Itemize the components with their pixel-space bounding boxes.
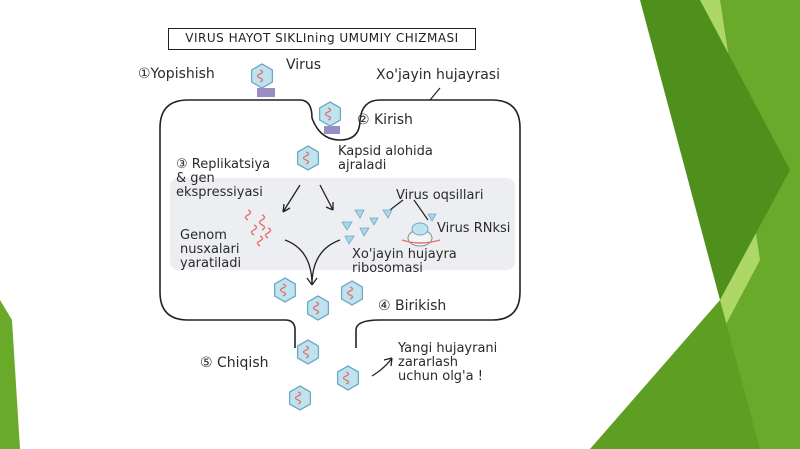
host-cell-label: Xo'jayin hujayrasi bbox=[376, 67, 500, 83]
step2-label: ② Kirish bbox=[357, 112, 413, 128]
virus-particle-icon bbox=[296, 339, 320, 365]
diagram-title: VIRUS HAYOT SIKLIning UMUMIY CHIZMASI bbox=[168, 28, 476, 50]
virus-particle-icon bbox=[288, 385, 312, 411]
ribosome bbox=[401, 222, 441, 247]
capsid-label: Kapsid alohida ajraladi bbox=[338, 144, 433, 173]
step1-label: ①Yopishish bbox=[138, 66, 215, 82]
virus-particle-icon bbox=[250, 63, 274, 89]
virus-particle-icon bbox=[318, 101, 342, 127]
genome-copies bbox=[244, 209, 272, 247]
arrow-to-genome bbox=[282, 184, 301, 213]
virus-particle-icon bbox=[340, 280, 364, 306]
receptor-1 bbox=[257, 88, 275, 97]
host-cell-pointer bbox=[429, 87, 441, 101]
virus-particle-icon bbox=[296, 145, 320, 171]
green-shape-dark bbox=[640, 0, 790, 300]
green-left-bar bbox=[0, 300, 20, 449]
receptor-2 bbox=[324, 126, 340, 134]
genome-label: Genom nusxalari yaratiladi bbox=[180, 228, 242, 271]
step3-label: ③ Replikatsiya & gen ekspressiyasi bbox=[176, 157, 271, 200]
green-shape-mid bbox=[660, 0, 800, 449]
virus-rna-label: Virus RNksi bbox=[437, 221, 511, 236]
new-infection-label: Yangi hujayrani zararlash uchun olg'a ! bbox=[398, 341, 498, 384]
protein-near-ribosome bbox=[427, 213, 437, 222]
virus-proteins bbox=[341, 209, 393, 245]
green-shape-bottom bbox=[590, 300, 760, 449]
arrow-to-proteins bbox=[319, 184, 334, 211]
arrow-rna-label bbox=[413, 199, 429, 221]
host-cell-outline bbox=[159, 99, 521, 348]
virus-label: Virus bbox=[286, 57, 322, 73]
virus-particle-icon bbox=[306, 295, 330, 321]
virus-particle-icon bbox=[273, 277, 297, 303]
arrow-proteins-label bbox=[389, 199, 404, 211]
replication-zone bbox=[170, 178, 515, 270]
virus-proteins-label: Virus oqsillari bbox=[396, 188, 484, 203]
arrow-exit bbox=[371, 357, 393, 377]
ribosome-label: Xo'jayin hujayra ribosomasi bbox=[352, 247, 457, 276]
virus-particle-icon bbox=[336, 365, 360, 391]
arrow-merge bbox=[284, 239, 341, 286]
step4-label: ④ Birikish bbox=[378, 298, 447, 314]
step5-label: ⑤ Chiqish bbox=[200, 355, 269, 371]
